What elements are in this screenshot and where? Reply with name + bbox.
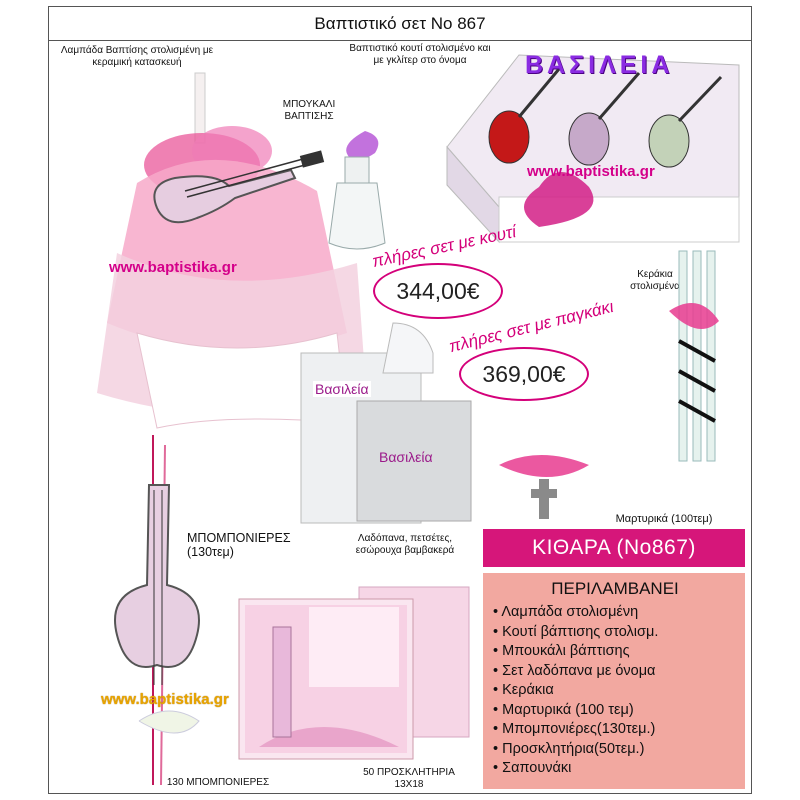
- guitar-icon: [648, 75, 723, 168]
- label-ladopana: Λαδόπανα, πετσέτες, εσώρουχα βαμβακερά: [355, 533, 455, 556]
- towel-name-2: Βασιλεία: [379, 449, 433, 465]
- list-item: Σετ λαδόπανα με όνομα: [493, 662, 737, 682]
- label-boukali: ΜΠΟΥΚΑΛΙ ΒΑΠΤΙΣΗΣ: [282, 99, 336, 122]
- list-item: Προσκλητήρια(50τεμ.): [493, 740, 737, 760]
- guitar-icon: [568, 72, 641, 166]
- url-box: www.baptistika.gr: [527, 163, 655, 180]
- url-bomboniera: www.baptistika.gr: [101, 691, 229, 708]
- includes-panel: ΠΕΡΙΛΑΜΒΑΝΕΙ Λαμπάδα στολισμένη Κουτί βά…: [483, 573, 745, 789]
- box-name: ΒΑΣΙΛΕΙΑ: [525, 51, 674, 79]
- label-lampada: Λαμπάδα Βαπτίσης στολισμένη με κεραμική …: [60, 45, 214, 68]
- list-item: Κεράκια: [493, 681, 737, 701]
- guitar-icon: [114, 484, 200, 685]
- guitar-icon: [488, 68, 561, 164]
- candles-image: [669, 250, 719, 462]
- label-bomboniera: ΜΠΟΜΠΟΝΙΕΡΕΣ (130τεμ): [187, 531, 291, 560]
- product-code: ΚΙΘΑΡΑ (Νο867): [483, 529, 745, 567]
- page-title: Βαπτιστικό σετ Νο 867: [49, 7, 751, 41]
- list-item: Μπουκάλι βάπτισης: [493, 642, 737, 662]
- list-item: Λαμπάδα στολισμένη: [493, 603, 737, 623]
- includes-list: Λαμπάδα στολισμένη Κουτί βάπτισης στολισ…: [493, 603, 737, 779]
- lampada-image: [97, 72, 367, 429]
- box-image: [446, 54, 740, 244]
- includes-heading: ΠΕΡΙΛΑΜΒΑΝΕΙ: [551, 579, 679, 598]
- price-box-value: 344,00€: [373, 263, 503, 319]
- list-item: Μπομπονιέρες(130τεμ.): [493, 720, 737, 740]
- invitation-image: [238, 586, 470, 760]
- label-kouti: Βαπτιστικό κουτί στολισμένο και με γκλίτ…: [349, 43, 491, 66]
- label-bomb130: 130 ΜΠΟΜΠΟΝΙΕΡΕΣ: [166, 777, 270, 788]
- martyrika-image: [499, 455, 589, 519]
- url-lampada: www.baptistika.gr: [109, 259, 237, 276]
- product-sheet: Βαπτιστικό σετ Νο 867 Λαμπάδα Βαπτίσης σ…: [48, 6, 752, 794]
- label-martyrika: Μαρτυρικά (100τεμ): [615, 513, 713, 525]
- bomboniera-image: [114, 435, 200, 786]
- list-item: Κουτί βάπτισης στολισμ.: [493, 623, 737, 643]
- towel-name-1: Βασιλεία: [313, 381, 371, 397]
- bottle-image: [328, 131, 386, 250]
- price-bench-value: 369,00€: [459, 347, 589, 401]
- list-item: Μαρτυρικά (100 τεμ): [493, 701, 737, 721]
- list-item: Σαπουνάκι: [493, 759, 737, 779]
- towels-image: [300, 322, 472, 524]
- label-keria: Κεράκια στολισμένα: [630, 269, 680, 292]
- label-proskl: 50 ΠΡΟΣΚΛΗΤΗΡΙΑ 13Χ18: [363, 767, 455, 790]
- guitar-icon: [153, 150, 325, 224]
